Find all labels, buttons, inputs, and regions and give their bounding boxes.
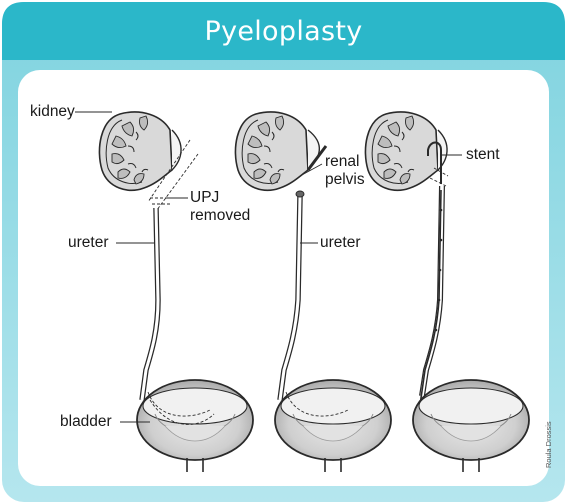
label-renal-line1: renal <box>325 153 359 170</box>
artist-credit: Roula Drossis <box>544 421 553 468</box>
label-bladder: bladder <box>60 413 112 430</box>
label-kidney: kidney <box>30 103 75 120</box>
label-upj-line1: UPJ <box>190 189 219 206</box>
label-upj-line2: removed <box>190 207 250 224</box>
label-ureter-1: ureter <box>68 234 109 251</box>
label-stent: stent <box>466 146 500 163</box>
label-renal-line2: pelvis <box>325 171 365 188</box>
label-ureter-2: ureter <box>320 234 361 251</box>
diagram-title: Pyeloplasty <box>0 16 567 47</box>
